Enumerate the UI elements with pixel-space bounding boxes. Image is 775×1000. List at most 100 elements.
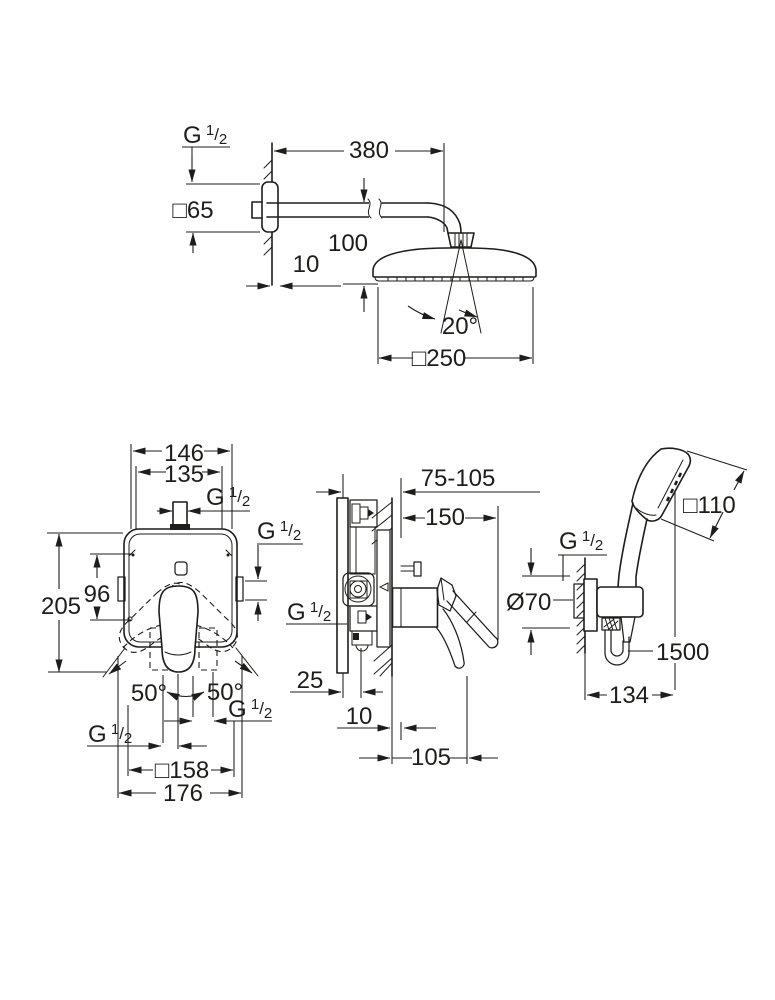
head-face-nozzles (665, 472, 683, 502)
dim-label-wall-gap: 10 (293, 251, 320, 278)
thread-leader (558, 554, 607, 581)
dim-label-hose-length: 1500 (656, 639, 709, 666)
dim-label-plate-size: □158 (155, 757, 210, 784)
hose-nut-knurl (603, 617, 619, 631)
dim-label-box-width: 176 (163, 780, 203, 807)
dim-label-width-inner: 135 (164, 461, 204, 488)
arm-break-symbol (367, 198, 383, 219)
thread-label: G 1/2 (287, 599, 331, 626)
thread-label: G 1/2 (559, 528, 603, 555)
cartridge-circle-inner (354, 585, 362, 593)
valve-body-column (349, 526, 376, 575)
lever-cap (436, 577, 457, 612)
dim-label-holder-projection: 134 (609, 682, 649, 709)
angle-arc-arrows (166, 691, 205, 701)
top-port-detail (351, 503, 361, 524)
supply-pipe-seal (170, 524, 190, 530)
dim-label-arm-length: 380 (349, 137, 389, 164)
holder-body (596, 586, 644, 618)
blade-tick (466, 611, 477, 623)
side-port-left (117, 576, 126, 602)
arm-bend (427, 202, 462, 234)
extension-lines (342, 474, 499, 764)
wall-hatch (576, 563, 586, 654)
head-nozzles (387, 277, 524, 281)
bottom-bolt-tip (366, 613, 372, 621)
hand-shower-handle (617, 502, 648, 588)
dim-arrow (709, 511, 724, 539)
angle-arrow (108, 660, 127, 675)
thread-label-bottom-left: G 1/2 (88, 721, 132, 748)
top-bolt-tip (368, 509, 374, 517)
hand-shower-head (631, 447, 692, 522)
angle-arrow (407, 305, 436, 320)
bottom-port-union (349, 605, 378, 632)
diverter-knob (413, 561, 422, 577)
supply-pipe-top (172, 501, 188, 530)
dim-label-head-height: 100 (328, 230, 368, 257)
shower-hose (604, 629, 630, 666)
dim-label-spray-angle: 20° (442, 313, 478, 340)
corner-dot-left (131, 553, 135, 557)
thread-label: G 1/2 (183, 122, 227, 149)
side-port-right (235, 576, 244, 602)
head-face-line (657, 459, 684, 509)
rough-in-box-back (336, 497, 349, 674)
lever-seam (164, 651, 192, 656)
top-bolt (359, 506, 369, 520)
corner-screw-left (128, 549, 136, 557)
diameter-refs (522, 575, 573, 629)
lever-blade (446, 590, 499, 649)
connector-knurl (454, 233, 468, 247)
angle-arrow (458, 309, 478, 318)
shower-head-face (374, 276, 535, 282)
dim-label-escutcheon: Ø70 (506, 589, 551, 616)
dim-label-head-size: □110 (683, 492, 736, 519)
angle-label-left: 50° (131, 680, 167, 707)
dim-label-depth-range: 75-105 (421, 465, 496, 492)
dim-label-lever-depth: 105 (411, 744, 451, 771)
hand-shower-view: □110 G 1/2 Ø70 1500 134 (506, 447, 748, 709)
arm-flange (261, 181, 279, 233)
cartridge-circle-outer (344, 575, 372, 603)
dim-label-port-offset: 96 (84, 581, 111, 608)
cartridge-circle-mid (349, 580, 367, 598)
shower-arm (266, 202, 429, 218)
angle-label-right: 50° (207, 679, 243, 706)
wall-hatch (263, 159, 273, 256)
drain-block (351, 630, 373, 646)
dim-arrow (733, 470, 745, 491)
arm-break-gap (369, 197, 381, 221)
handle-cone (620, 616, 636, 643)
swing-extension-diagonals (102, 647, 259, 678)
dim-label-depth-min: 25 (297, 667, 324, 694)
dim-label-height: 205 (41, 593, 81, 620)
extension-lines (584, 450, 748, 700)
lever-grip (435, 608, 465, 669)
head-shower-view: G 1/2 380 □65 100 10 20° □250 (172, 122, 537, 372)
thread-label-bottom-right: G 1/2 (228, 696, 272, 723)
trim-sleeve (391, 587, 439, 628)
dim-label-flange: □65 (172, 197, 213, 224)
corner-screw-right (225, 549, 233, 557)
thread-label-top: G 1/2 (206, 484, 250, 511)
neck-seam (635, 507, 657, 516)
thread-label-side: G 1/2 (257, 518, 301, 545)
drain-seal (353, 633, 359, 640)
dim-label-projection: 150 (425, 504, 465, 531)
valve-front-view: 146 135 G 1/2 G 1/2 96 205 50° 50° G 1/2… (41, 440, 303, 807)
head-connector (447, 232, 475, 248)
valve-side-view: 75-105 150 G 1/2 25 10 105 (286, 465, 540, 771)
dim-label-tile-min: 10 (346, 703, 373, 730)
bottom-bolt (357, 610, 367, 624)
depth-marker-triangle (378, 582, 389, 592)
dim-label-head-size: □250 (412, 345, 467, 372)
lever-handle (158, 585, 199, 673)
drain-arc (355, 644, 369, 652)
extension-lines (182, 143, 534, 364)
pivot-mark (127, 616, 133, 622)
diverter-button (174, 561, 188, 576)
corner-dot-right (226, 553, 230, 557)
